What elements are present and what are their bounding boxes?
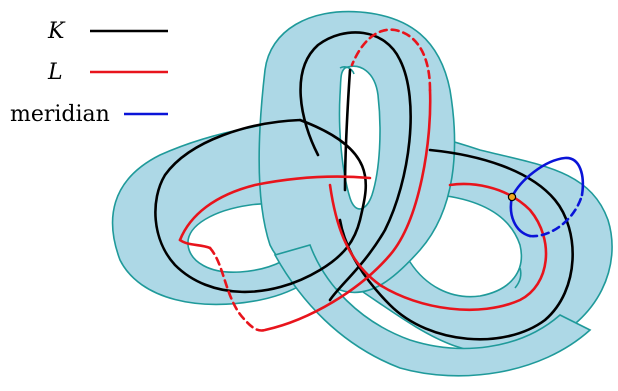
ribbon-top-hole (338, 65, 381, 210)
knot-K-right (338, 148, 574, 341)
longitude-L-dashed-left (208, 246, 267, 332)
meridian-solid (510, 156, 585, 199)
ribbon-front-strand (273, 244, 592, 377)
knot-K (154, 31, 574, 341)
knot-K-outer (154, 118, 368, 294)
ribbon-surface (111, 10, 613, 377)
longitude-L-hook (178, 238, 212, 250)
longitude-L-main (263, 88, 432, 332)
legend-label-meridian: meridian (10, 102, 110, 127)
meridian (509, 156, 585, 238)
ribbon-end-top (339, 66, 355, 75)
longitude-L-left (178, 175, 372, 242)
knot-K-middle (299, 31, 412, 302)
legend-label-L: L (47, 60, 63, 85)
meridian-dashed (528, 193, 584, 238)
legend-label-K: K (47, 19, 66, 44)
ribbon-end-right (514, 267, 522, 289)
meridian-solid-lower (509, 195, 532, 238)
intersection-point (507, 192, 517, 202)
longitude-L-dashed-top (350, 28, 432, 92)
legend: K L meridian (10, 19, 168, 127)
